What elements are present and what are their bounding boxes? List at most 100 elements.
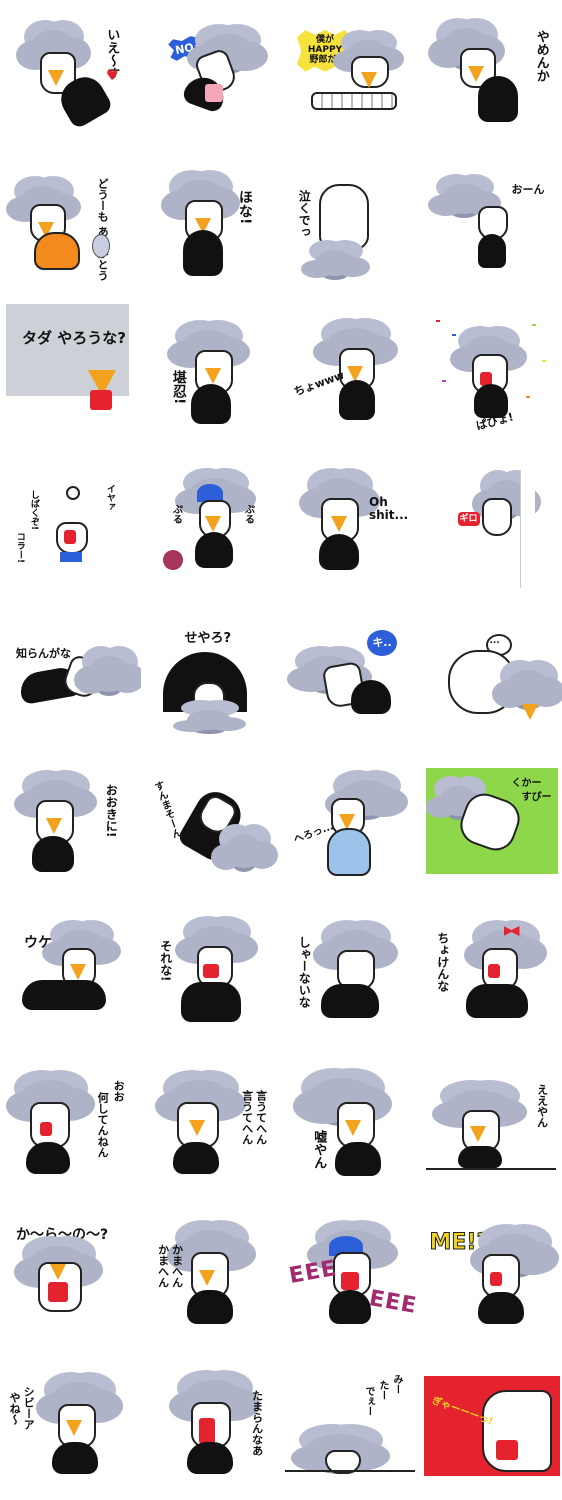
sticker-31[interactable]: 嘘やん <box>281 1050 422 1200</box>
sticker-21[interactable]: おおきに! <box>0 750 141 900</box>
sticker-19[interactable]: キ.. <box>281 600 422 750</box>
sticker-text-1: ぷる <box>170 504 182 524</box>
sticker-text-1: かまへん <box>156 1244 170 1288</box>
suit-icon <box>52 1442 98 1474</box>
bow-icon <box>503 926 520 936</box>
suit-icon <box>172 1142 219 1174</box>
sticker-27[interactable]: しゃーないな <box>281 900 422 1050</box>
sticker-text-1: しばくぞ! <box>28 490 39 531</box>
beak-icon <box>48 70 64 86</box>
sticker-text-1: 言うてへん <box>240 1090 254 1145</box>
sticker-35[interactable]: EEE EEE <box>281 1200 422 1350</box>
beak-icon <box>469 1126 486 1142</box>
sticker-29[interactable]: おお 何してんねん <box>0 1050 141 1200</box>
suit-icon <box>335 1142 381 1176</box>
suit-icon <box>194 532 233 568</box>
sticker-4[interactable]: やめんか <box>422 0 562 150</box>
sticker-text: 泣くでっ <box>297 190 312 238</box>
sticker-39[interactable]: みー たー でぇー <box>281 1350 422 1500</box>
sticker-13[interactable]: しばくぞ! イヤァ コラー! <box>0 450 141 600</box>
sticker-23[interactable]: へろっ... <box>281 750 422 900</box>
hair-icon <box>315 250 355 276</box>
sticker-text-2: 言うてへん <box>254 1090 268 1145</box>
sticker-16[interactable]: ギロ <box>422 450 562 600</box>
suit-icon <box>186 1290 233 1324</box>
ground-line <box>425 1168 556 1170</box>
hair-icon <box>224 834 263 868</box>
sticker-text: おーん <box>511 183 545 196</box>
sticker-18[interactable]: せやろ? <box>141 600 282 750</box>
suit-icon <box>457 1146 502 1168</box>
sticker-25[interactable]: ウケルぅー <box>0 900 141 1050</box>
beak-icon <box>361 72 377 88</box>
sticker-text: いえ～す <box>104 28 120 80</box>
tongue-icon <box>202 964 219 978</box>
beak-icon <box>188 1120 205 1136</box>
sticker-text: ええやん <box>535 1084 549 1128</box>
face-icon <box>56 522 88 554</box>
sticker-text: タダ やろうな? <box>22 329 126 347</box>
suit-icon <box>22 980 106 1010</box>
sticker-36[interactable]: ME!? <box>422 1200 562 1350</box>
sticker-9[interactable]: タダ やろうな? <box>0 300 141 450</box>
sticker-text: 知らんがな <box>16 647 71 660</box>
tongue-icon <box>40 1122 52 1136</box>
suit-icon <box>329 1290 371 1324</box>
suit-icon <box>473 384 508 418</box>
beak-icon <box>339 814 355 830</box>
glare-badge: ギロ <box>457 512 480 526</box>
sticker-5[interactable]: どうーも ありがとう <box>0 150 141 300</box>
sticker-text: ME!? <box>429 1230 490 1256</box>
sticker-14[interactable]: ぷる ぷる <box>141 450 282 600</box>
sticker-28[interactable]: ちょけんな <box>422 900 562 1050</box>
confetti-icon <box>525 396 530 398</box>
sticker-2[interactable]: NOォ! <box>141 0 282 150</box>
sticker-15[interactable]: Oh shit... <box>281 450 422 600</box>
tongue-icon <box>495 1440 518 1460</box>
sticker-6[interactable]: ほな! <box>141 150 282 300</box>
sticker-1[interactable]: いえ～す ♥ <box>0 0 141 150</box>
sticker-37[interactable]: シビーア やね～ <box>0 1350 141 1500</box>
sticker-text: せやろ? <box>184 631 232 646</box>
sticker-24[interactable]: くかー すぴー <box>422 750 562 900</box>
sticker-text-2: イヤァ <box>104 484 115 511</box>
sticker-text-1: くかー <box>511 778 542 789</box>
yarn-ball-icon <box>162 550 183 570</box>
tongue-icon <box>90 390 112 410</box>
sticker-text: すんまそーん <box>150 779 182 841</box>
beak-icon <box>345 1120 361 1136</box>
sticker-34[interactable]: かまへん かまへん <box>141 1200 282 1350</box>
sticker-40[interactable]: ぎゃーーーっ! <box>422 1350 562 1500</box>
sticker-11[interactable]: ちょwww <box>281 300 422 450</box>
sticker-12[interactable]: ぱぴょ! <box>422 300 562 450</box>
sticker-text-1: シビーア <box>22 1386 36 1430</box>
sticker-8[interactable]: おーん <box>422 150 562 300</box>
sticker-3[interactable]: 僕がHAPPY野郎だ! <box>281 0 422 150</box>
hair-icon <box>505 670 550 706</box>
beak-icon <box>46 818 62 834</box>
sticker-30[interactable]: 言うてへん 言うてへん <box>141 1050 282 1200</box>
sticker-38[interactable]: たまらんなあ <box>141 1350 282 1500</box>
scream-letters-left: EEE <box>287 1256 339 1289</box>
sticker-33[interactable]: か～ら～の～? <box>0 1200 141 1350</box>
sticker-10[interactable]: 堪忍! <box>141 300 282 450</box>
beak-icon <box>331 516 347 532</box>
suit-icon <box>182 230 223 276</box>
sticker-7[interactable]: 泣くでっ <box>281 150 422 300</box>
sticker-text-3: でぇー <box>363 1386 374 1416</box>
sticker-22[interactable]: すんまそーん <box>141 750 282 900</box>
suit-icon <box>319 534 359 570</box>
wall-edge <box>519 470 535 588</box>
sticker-text-1: おお <box>112 1080 126 1102</box>
sticker-text-2: やね～ <box>8 1392 22 1425</box>
sticker-20[interactable]: ... <box>422 600 562 750</box>
sticker-32[interactable]: ええやん <box>422 1050 562 1200</box>
beak-icon <box>70 964 86 980</box>
sticker-text: ... <box>489 636 500 646</box>
sticker-17[interactable]: 知らんがな <box>0 600 141 750</box>
sticker-text: 嘘やん <box>311 1130 327 1169</box>
tongue-icon <box>341 1272 359 1290</box>
suit-icon <box>190 384 231 424</box>
sticker-text-2: ぷる <box>242 504 254 524</box>
sticker-26[interactable]: それな! <box>141 900 282 1050</box>
